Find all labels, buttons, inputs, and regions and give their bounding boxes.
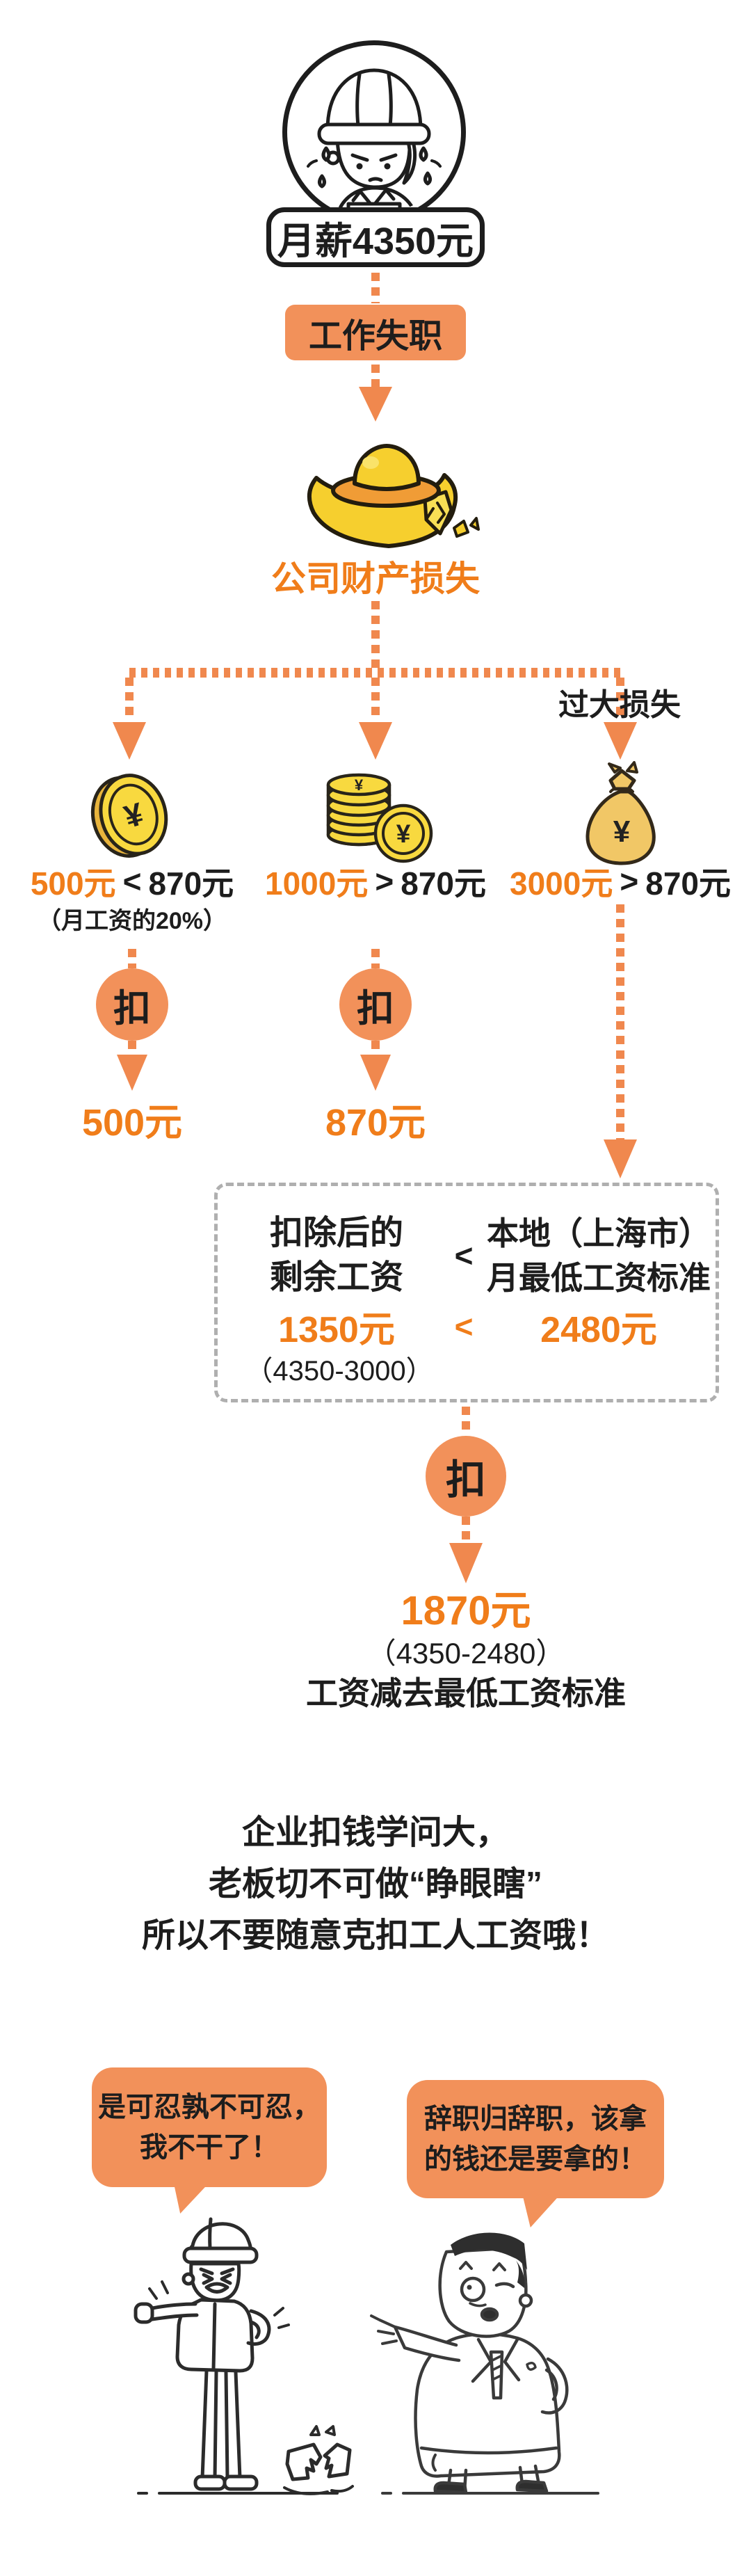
amount: 500元	[30, 865, 116, 902]
boss-speech-bubble: 辞职归辞职，该拿 的钱还是要拿的！	[407, 2080, 664, 2198]
worker-speech-bubble: 是可忍孰不可忍， 我不干了！	[92, 2067, 327, 2187]
svg-text:¥: ¥	[355, 776, 364, 794]
connector-dotted	[462, 1517, 470, 1543]
comparison-middle: 1000元 > 870元	[250, 863, 501, 902]
arrow-down-icon	[360, 1055, 391, 1091]
minimum-wage-rule-box: 扣除后的 剩余工资 < 本地（上海市） 月最低工资标准 1350元 < 2480…	[214, 1183, 719, 1402]
salary-label: 月薪4350元	[277, 220, 474, 262]
summary-line: 所以不要随意克扣工人工资哦！	[141, 1917, 609, 1954]
connector-dotted	[128, 949, 136, 968]
operator: >	[620, 863, 639, 899]
comparison-left: 500元 < 870元	[7, 863, 257, 902]
final-result: 1870元	[401, 1588, 531, 1633]
arrow-down-icon	[604, 722, 637, 760]
rule-value-note: （4350-3000）	[245, 1356, 434, 1386]
rule-right-term: 本地（上海市） 月最低工资标准	[487, 1215, 711, 1296]
big-loss-label: 过大损失	[558, 688, 681, 722]
final-caption: 工资减去最低工资标准	[306, 1675, 626, 1711]
operator: <	[122, 863, 142, 899]
connector-dotted	[462, 1407, 470, 1436]
rule-value-operator: <	[454, 1309, 474, 1345]
arrow-down-icon	[113, 722, 146, 760]
connector-dotted	[371, 1041, 380, 1055]
comparison-left-note: （月工资的20%）	[37, 907, 227, 934]
money-bag-icon: ¥	[586, 761, 656, 865]
connector-dotted	[371, 273, 380, 303]
svg-text:¥: ¥	[613, 815, 631, 849]
summary-line: 老板切不可做“睁眼瞎”	[208, 1866, 542, 1903]
worker-avatar-frame	[282, 40, 466, 224]
worker-avatar-icon	[307, 68, 442, 215]
deduct-circle: 扣	[96, 968, 168, 1041]
threshold: 870元	[148, 865, 234, 902]
deduct-result-middle: 870元	[325, 1101, 426, 1144]
deduct-circle: 扣	[426, 1436, 506, 1517]
branch-stub-right	[616, 678, 624, 721]
final-note: （4350-2480）	[366, 1636, 565, 1670]
rule-value-right: 2480元	[540, 1309, 657, 1350]
threshold: 870元	[401, 865, 486, 902]
connector-dotted	[616, 904, 624, 1139]
branch-stub-left	[125, 678, 134, 721]
coin-stack-icon: ¥ ¥	[326, 773, 433, 863]
rule-left-term: 扣除后的 剩余工资	[269, 1215, 403, 1296]
operator: >	[375, 863, 394, 899]
rule-value-left: 1350元	[278, 1309, 395, 1350]
branch-horizontal-dotted	[129, 668, 624, 678]
misconduct-label: 工作失职	[308, 318, 442, 355]
connector-dotted	[371, 365, 380, 387]
connector-dotted	[371, 601, 380, 669]
angry-worker-icon	[134, 2217, 354, 2495]
branch-stub-middle	[371, 678, 380, 721]
rule-operator: <	[454, 1238, 474, 1274]
arrow-down-icon	[359, 387, 392, 422]
arrow-down-icon	[604, 1139, 637, 1178]
arrow-down-icon	[117, 1055, 147, 1091]
deduct-result-left: 500元	[81, 1101, 183, 1144]
threshold: 870元	[645, 865, 731, 902]
comparison-right: 3000元 > 870元	[495, 863, 745, 902]
connector-dotted	[128, 1041, 136, 1055]
arrow-down-icon	[359, 722, 392, 760]
amount: 1000元	[265, 865, 369, 902]
connector-dotted	[371, 949, 380, 968]
gold-ingot-icon	[307, 444, 480, 548]
amount: 3000元	[510, 865, 613, 902]
salary-badge: 月薪4350元	[266, 207, 485, 267]
boss-icon	[370, 2232, 599, 2495]
misconduct-button: 工作失职	[285, 305, 466, 360]
summary-line: 企业扣钱学问大，	[241, 1814, 509, 1851]
deduct-circle: 扣	[339, 968, 412, 1041]
svg-text:¥: ¥	[396, 819, 411, 848]
summary-paragraph: 企业扣钱学问大， 老板切不可做“睁眼瞎” 所以不要随意克扣工人工资哦！	[0, 1807, 751, 1962]
loss-title: 公司财产损失	[271, 559, 480, 598]
gold-coin-icon: ¥	[90, 774, 168, 858]
